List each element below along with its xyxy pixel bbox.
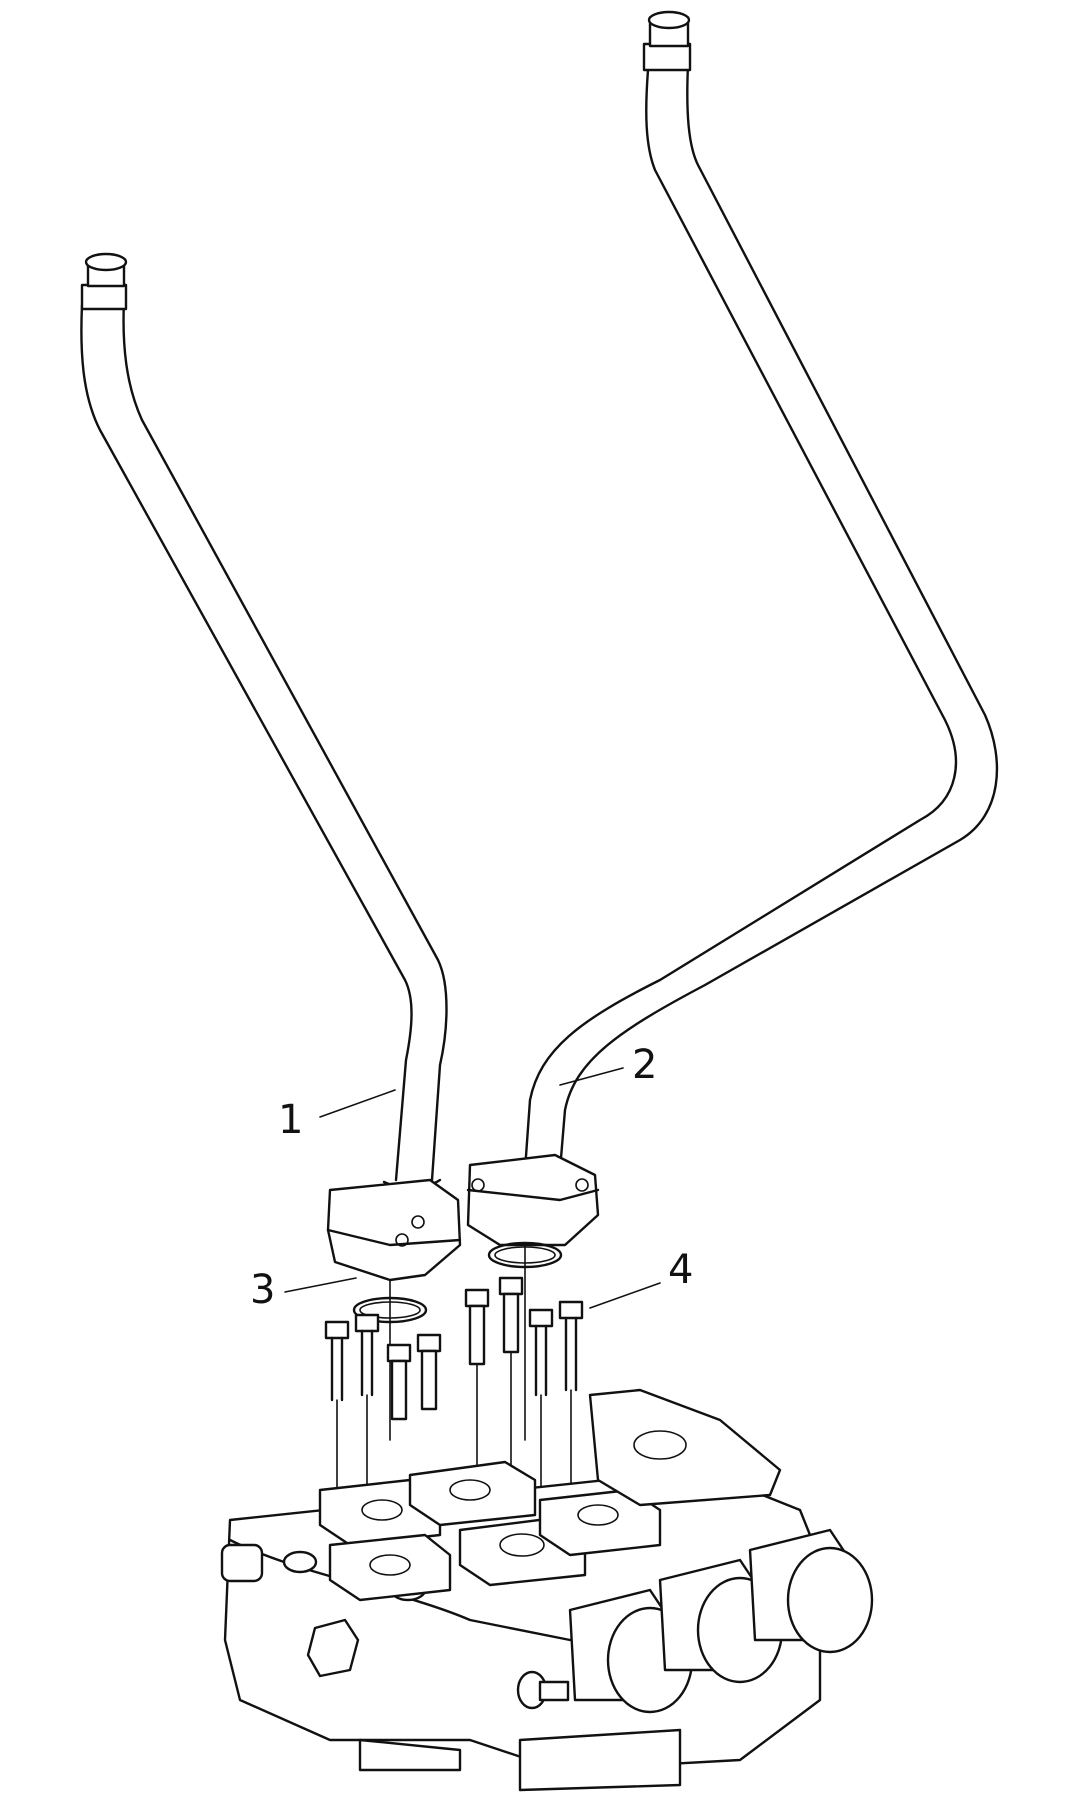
mount-pad-3 bbox=[408, 1460, 537, 1527]
pipe-2-right bbox=[523, 10, 999, 1172]
bolt bbox=[354, 1313, 380, 1491]
bolt bbox=[324, 1320, 350, 1491]
bolt bbox=[558, 1300, 584, 1506]
bolt bbox=[528, 1308, 554, 1511]
small-knob bbox=[516, 1670, 570, 1710]
bolts bbox=[324, 1276, 584, 1511]
spool-2 bbox=[658, 1558, 784, 1684]
callout-3: 3 bbox=[250, 1267, 357, 1313]
callout-1-label: 1 bbox=[278, 1097, 303, 1143]
callout-4-label: 4 bbox=[668, 1247, 693, 1293]
flange-right bbox=[466, 1153, 600, 1247]
valve-block bbox=[220, 1388, 874, 1792]
callout-2-label: 2 bbox=[632, 1042, 657, 1088]
spool-3 bbox=[748, 1528, 874, 1654]
callout-3-label: 3 bbox=[250, 1267, 275, 1313]
mount-pad-2 bbox=[328, 1533, 452, 1602]
pipe-1-fitting bbox=[80, 252, 128, 311]
callout-4: 4 bbox=[589, 1247, 693, 1309]
spool-1 bbox=[568, 1588, 694, 1714]
hex-port bbox=[306, 1618, 360, 1678]
pipe-2-fitting bbox=[642, 10, 692, 72]
base-block bbox=[358, 1738, 462, 1772]
side-port bbox=[220, 1543, 264, 1583]
callout-2: 2 bbox=[559, 1042, 657, 1088]
pipe-1-left bbox=[80, 252, 448, 1189]
bolt bbox=[386, 1343, 412, 1421]
bolt bbox=[416, 1333, 442, 1411]
flange-left bbox=[326, 1178, 462, 1282]
cover-plate bbox=[588, 1388, 782, 1507]
callout-1: 1 bbox=[278, 1089, 396, 1143]
